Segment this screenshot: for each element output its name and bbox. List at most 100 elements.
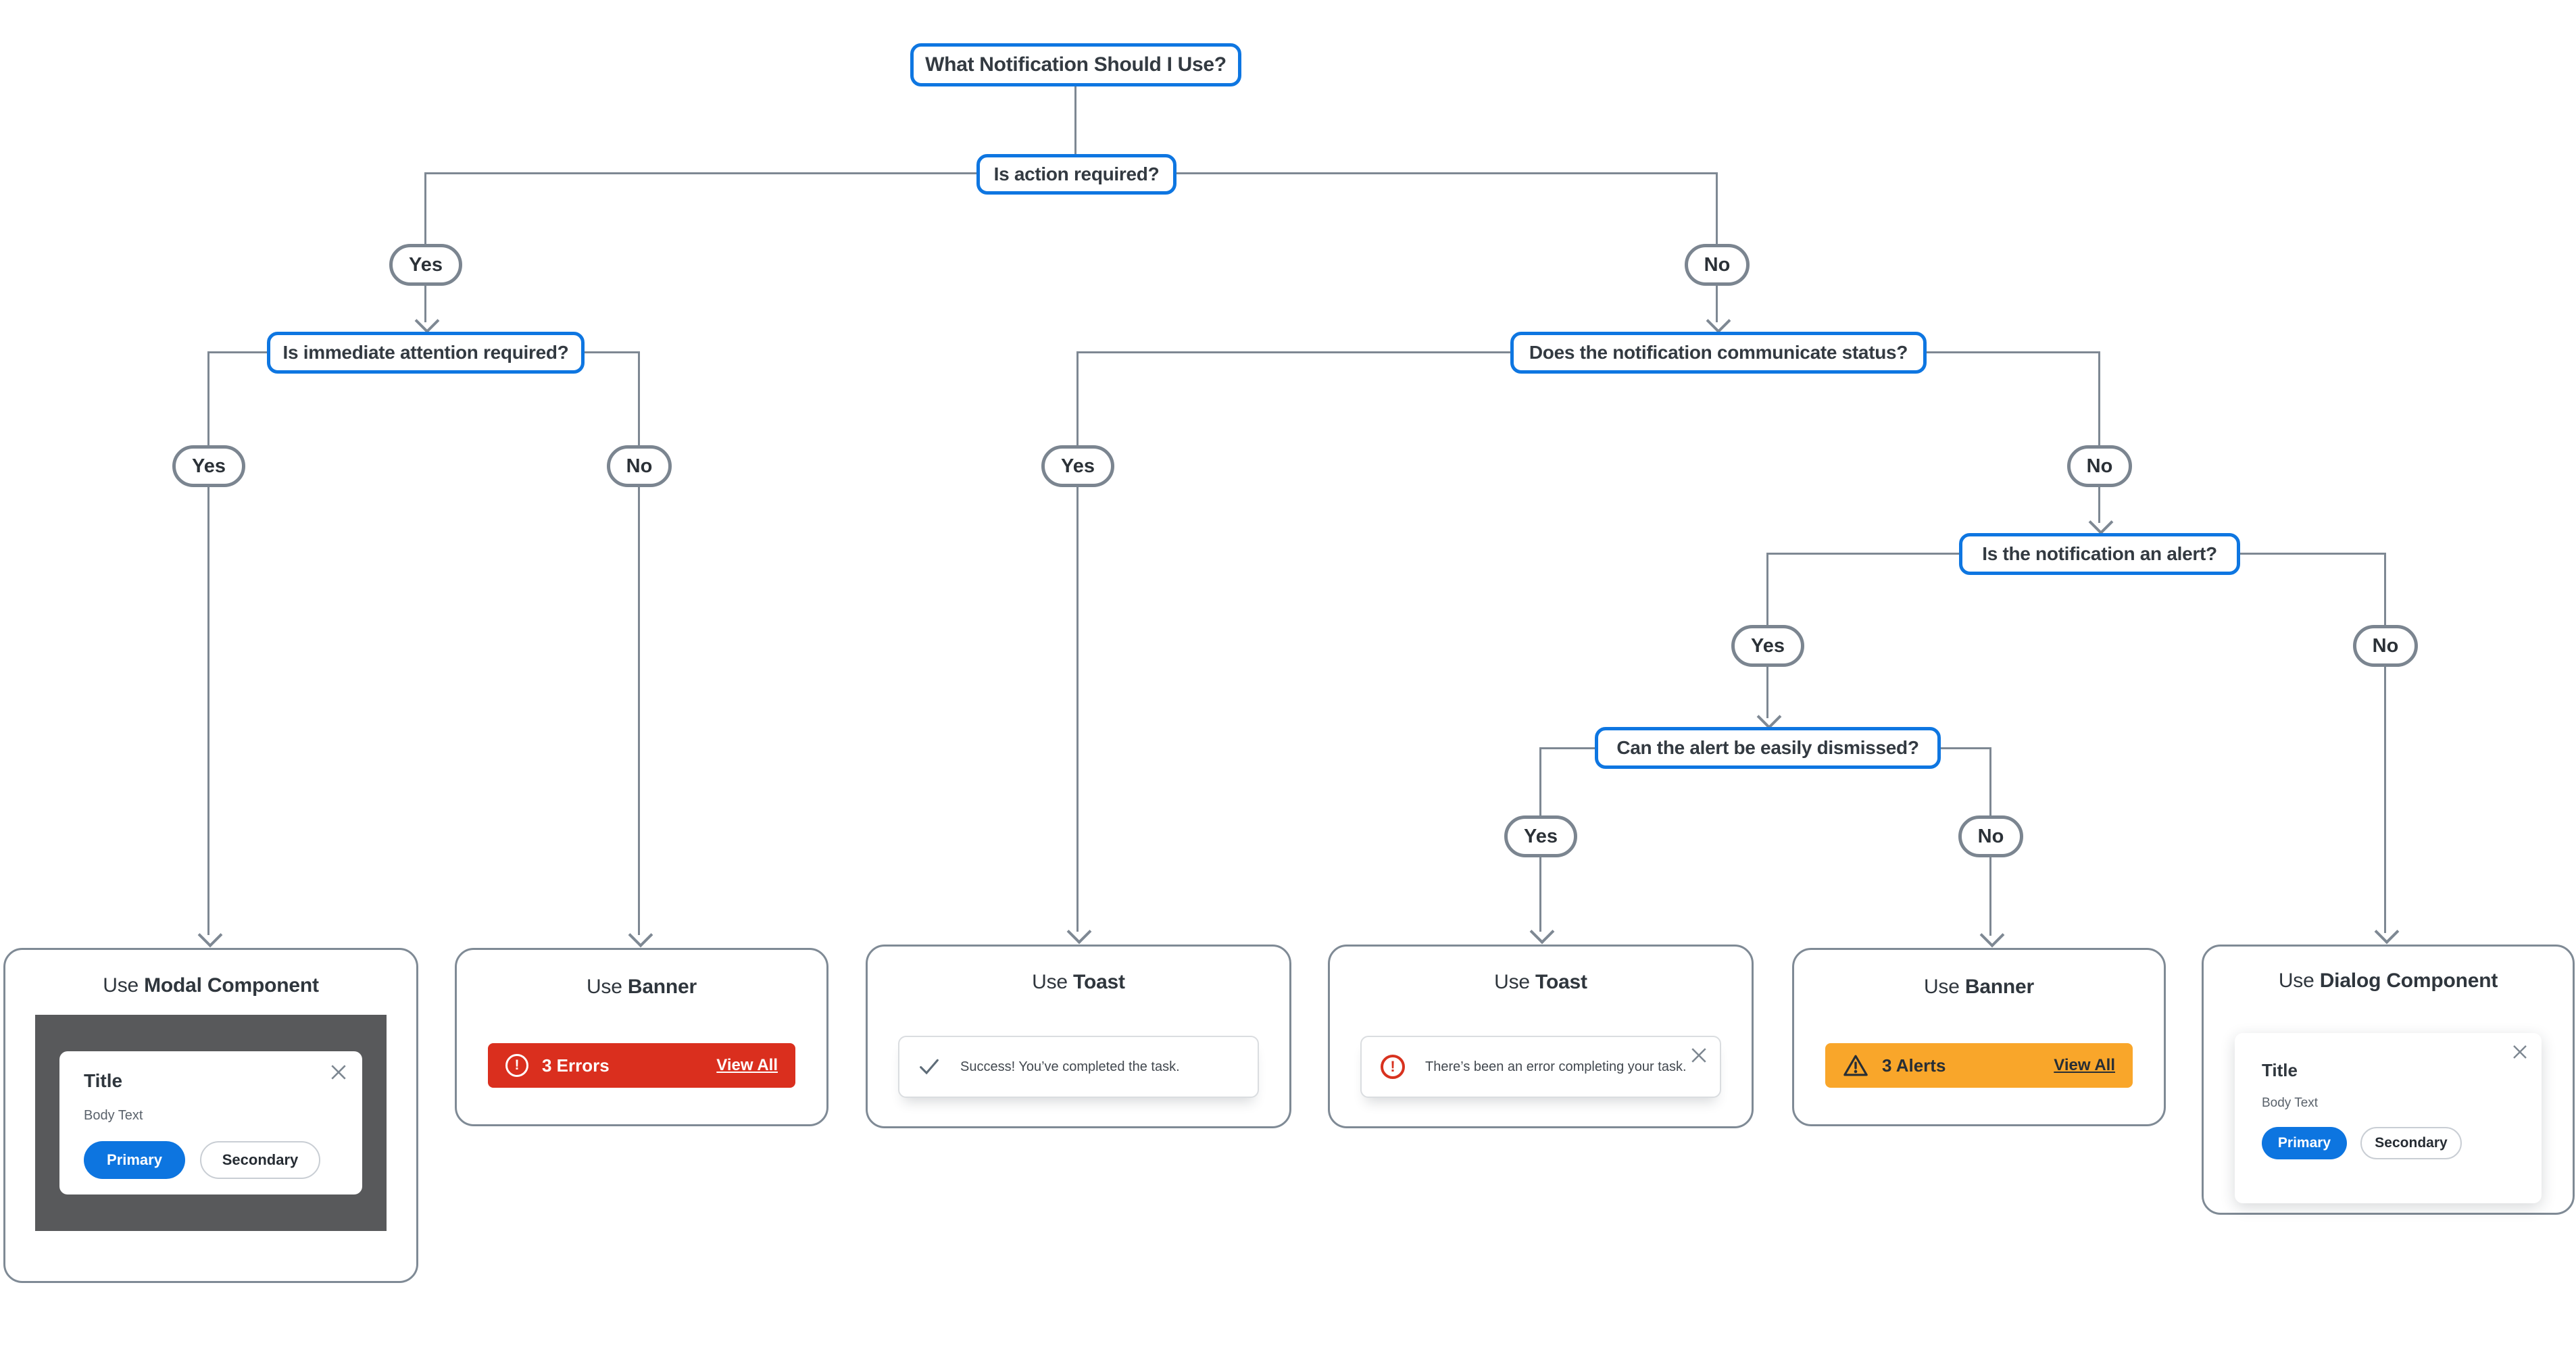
dialog-buttons: Primary Secondary [2262,1127,2515,1159]
question-node-communicate-status: Does the notification communicate status… [1510,332,1927,374]
connector-line [638,487,640,935]
warning-triangle-icon [1843,1055,1868,1076]
connector-line [2098,351,2100,445]
card-title-name: Toast [1535,971,1587,993]
card-title-name: Toast [1073,971,1125,993]
connector-line [426,172,976,174]
modal-preview: Title Body Text Primary Secondary [59,1051,362,1194]
success-toast-preview: Success! You’ve completed the task. [898,1036,1259,1098]
view-all-link[interactable]: View All [2054,1056,2115,1074]
outcome-card-toast-error: Use Toast ! There’s been an error comple… [1328,945,1754,1128]
error-circle-icon: ! [1381,1055,1405,1079]
card-title: Use Banner [1924,976,2034,999]
alert-banner-preview: 3 Alerts View All [1825,1043,2133,1088]
connector-line [1074,86,1076,154]
close-icon[interactable] [330,1063,347,1081]
connector-line [1927,351,2100,353]
dialog-preview: Title Body Text Primary Secondary [2235,1033,2542,1203]
connector-line [1539,857,1541,932]
connector-line [638,351,640,445]
dialog-body-text: Body Text [2262,1096,2319,1110]
connector-line [2384,553,2386,625]
outcome-card-dialog: Use Dialog Component Title Body Text Pri… [2202,945,2575,1215]
card-title-name: Modal Component [144,974,319,997]
card-title: Use Banner [587,976,697,999]
close-icon[interactable] [2512,1044,2528,1060]
answer-pill-no: No [2067,445,2132,487]
answer-pill-no: No [1958,815,2023,857]
close-icon[interactable] [1690,1047,1708,1064]
arrowhead-down [1529,919,1555,945]
card-title-prefix: Use [1032,971,1068,993]
modal-title: Title [84,1070,123,1091]
connector-line [1989,747,1991,815]
card-title-prefix: Use [103,974,139,997]
card-title-prefix: Use [1923,976,1960,998]
card-title-name: Banner [627,976,697,998]
connector-line [2240,553,2385,555]
arrowhead-down [1756,704,1782,730]
outcome-card-modal: Use Modal Component Title Body Text Prim… [3,948,418,1283]
connector-line [1176,172,1717,174]
answer-pill-yes: Yes [1731,625,1804,667]
card-title: Use Dialog Component [2279,970,2498,992]
modal-body-text: Body Text [84,1108,143,1123]
card-title: Use Toast [1032,971,1125,994]
modal-buttons: Primary Secondary [84,1141,338,1179]
arrowhead-down [1979,922,2005,948]
secondary-button[interactable]: Secondary [200,1141,320,1179]
outcome-card-toast-success: Use Toast Success! You’ve completed the … [866,945,1291,1128]
arrowhead-down [1066,919,1092,945]
answer-pill-no: No [2353,625,2418,667]
connector-line [2098,487,2100,523]
answer-pill-yes: Yes [389,244,462,286]
connector-line [1989,857,1991,936]
connector-line [1766,667,1768,718]
outcome-card-banner-error: Use Banner ! 3 Errors View All [455,948,828,1126]
connector-line [1716,286,1718,322]
arrowhead-down [1706,308,1731,334]
answer-pill-yes: Yes [1504,815,1577,857]
card-title-name: Banner [1964,976,2035,998]
toast-message: Success! You’ve completed the task. [960,1059,1180,1074]
arrowhead-down [197,922,223,948]
answer-pill-yes: Yes [1041,445,1114,487]
connector-line [585,351,639,353]
connector-line [207,487,209,935]
question-node-immediate-attention: Is immediate attention required? [267,332,585,374]
connector-line [1539,747,1541,815]
card-title-prefix: Use [1494,971,1530,993]
connector-line [1716,172,1718,244]
connector-line [1541,747,1595,749]
connector-line [1078,351,1510,353]
error-circle-icon: ! [505,1054,528,1077]
card-title: Use Modal Component [103,974,319,997]
primary-button[interactable]: Primary [2262,1127,2347,1159]
toast-message: There’s been an error completing your ta… [1425,1059,1687,1074]
connector-line [424,286,426,322]
question-node-action-required: Is action required? [976,154,1176,195]
secondary-button[interactable]: Secondary [2360,1127,2462,1159]
card-title-name: Dialog Component [2319,970,2498,992]
arrowhead-down [414,308,440,334]
question-node-easily-dismissed: Can the alert be easily dismissed? [1595,727,1941,769]
answer-pill-no: No [607,445,672,487]
primary-button[interactable]: Primary [84,1141,185,1179]
view-all-link[interactable]: View All [716,1056,778,1074]
connector-line [1766,553,1768,625]
arrowhead-down [628,922,653,948]
connector-line [424,172,426,244]
connector-line [209,351,267,353]
card-title-prefix: Use [2278,970,2314,992]
connector-line [2384,667,2386,933]
outcome-card-banner-alert: Use Banner 3 Alerts View All [1792,948,2166,1126]
arrowhead-down [2374,919,2400,945]
modal-overlay: Title Body Text Primary Secondary [35,1015,387,1231]
card-title: Use Toast [1494,971,1587,994]
banner-count-label: 3 Errors [542,1055,610,1076]
answer-pill-no: No [1685,244,1750,286]
connector-line [1076,351,1079,445]
card-title-prefix: Use [586,976,622,998]
connector-line [1076,487,1079,932]
